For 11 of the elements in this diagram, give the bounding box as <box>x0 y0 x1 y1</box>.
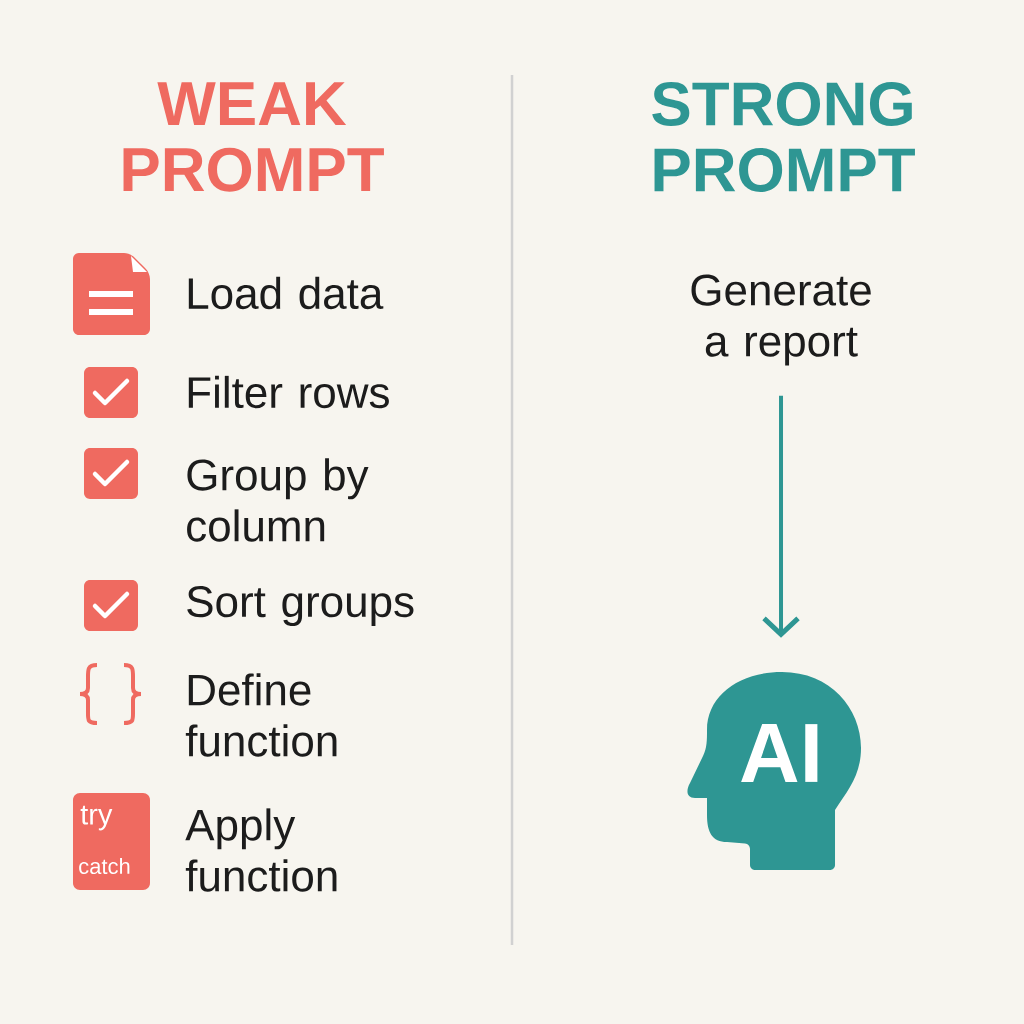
code-badge: try catch <box>73 793 150 890</box>
list-item-text: Filter rows <box>188 375 389 409</box>
list-item-text: Apply function <box>185 808 337 892</box>
prompt-text: Generate a report <box>691 274 871 366</box>
arrow <box>762 395 800 638</box>
title-heading: STRONG PROMPT <box>652 82 915 192</box>
title-heading: WEAK PROMPT <box>123 82 384 192</box>
list-item-text: Define function <box>185 673 337 757</box>
list-item-text: Sort groups <box>187 586 414 626</box>
list-item-text: Load data <box>188 276 384 310</box>
list-item-text: Group by column <box>187 458 369 542</box>
